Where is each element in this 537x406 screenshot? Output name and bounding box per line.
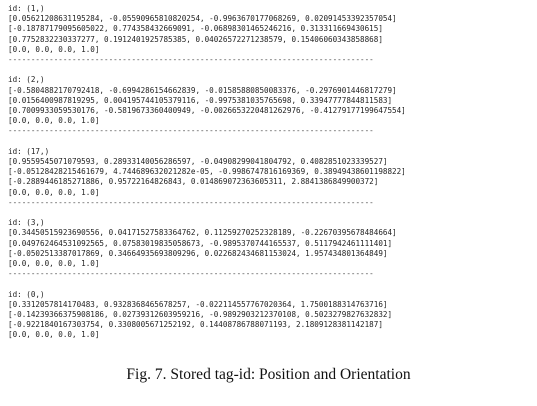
blank-line <box>8 65 528 75</box>
matrix-row: [-0.9221840167303754, 0.3308005671252192… <box>8 320 383 330</box>
tag-id-line: id: (3,) <box>8 218 45 228</box>
matrix-row: [0.7752832230337277, 0.1912401925785385,… <box>8 34 383 44</box>
matrix-row: [0.9559545071079593, 0.28933140056286597… <box>8 157 388 167</box>
tag-id-line: id: (0,) <box>8 289 45 299</box>
blank-line <box>8 137 528 147</box>
terminal-output: id: (1,) [0.05621208631195284, -0.055909… <box>8 4 528 344</box>
separator-line: ----------------------------------------… <box>8 197 374 207</box>
matrix-row: [0.0, 0.0, 0.0, 1.0] <box>8 187 100 197</box>
separator-line: ----------------------------------------… <box>8 341 528 344</box>
matrix-row: [0.0156400987819295, 0.00419574410537911… <box>8 95 393 105</box>
matrix-row: [0.049762464531092565, 0.075830198350586… <box>8 238 393 248</box>
matrix-row: [-0.14239366375908186, 0.027393126039592… <box>8 310 393 320</box>
tag-block-2: id: (2,) [-0.5804882170792418, -0.699428… <box>8 75 528 146</box>
matrix-row: [0.0, 0.0, 0.0, 1.0] <box>8 116 100 126</box>
matrix-row: [-0.18787179095605022, 0.774358432669091… <box>8 24 383 34</box>
matrix-row: [0.3312057814170483, 0.9328368465678257,… <box>8 299 388 309</box>
tag-block-17: id: (17,) [0.9559545071079593, 0.2893314… <box>8 147 528 218</box>
matrix-row: [-0.0502513387017869, 0.3466493569380929… <box>8 248 388 258</box>
matrix-row: [0.05621208631195284, -0.055909658108202… <box>8 14 397 24</box>
blank-line <box>8 279 528 289</box>
tag-block-3: id: (3,) [0.34450515923690556, 0.0417152… <box>8 218 528 289</box>
tag-block-0: id: (0,) [0.3312057814170483, 0.93283684… <box>8 290 528 344</box>
matrix-row: [-0.05128428215461679, 4.744689632021282… <box>8 167 406 177</box>
matrix-row: [0.0, 0.0, 0.0, 1.0] <box>8 259 100 269</box>
tag-block-1: id: (1,) [0.05621208631195284, -0.055909… <box>8 4 528 75</box>
separator-line: ----------------------------------------… <box>8 55 374 65</box>
matrix-row: [-0.2889446185271886, 0.95722164826843, … <box>8 177 379 187</box>
blank-line <box>8 208 528 218</box>
separator-line: ----------------------------------------… <box>8 126 374 136</box>
matrix-row: [0.0, 0.0, 0.0, 1.0] <box>8 44 100 54</box>
separator-line: ----------------------------------------… <box>8 269 374 279</box>
matrix-row: [0.34450515923690556, 0.0417152758336476… <box>8 228 397 238</box>
tag-id-line: id: (2,) <box>8 75 45 85</box>
matrix-row: [0.0, 0.0, 0.0, 1.0] <box>8 330 100 340</box>
figure-caption: Fig. 7. Stored tag-id: Position and Orie… <box>126 366 411 383</box>
tag-id-line: id: (17,) <box>8 146 50 156</box>
tag-id-line: id: (1,) <box>8 4 45 13</box>
matrix-row: [0.7009933059530176, -0.5819673360400949… <box>8 106 406 116</box>
matrix-row: [-0.5804882170792418, -0.699428615466283… <box>8 85 397 95</box>
